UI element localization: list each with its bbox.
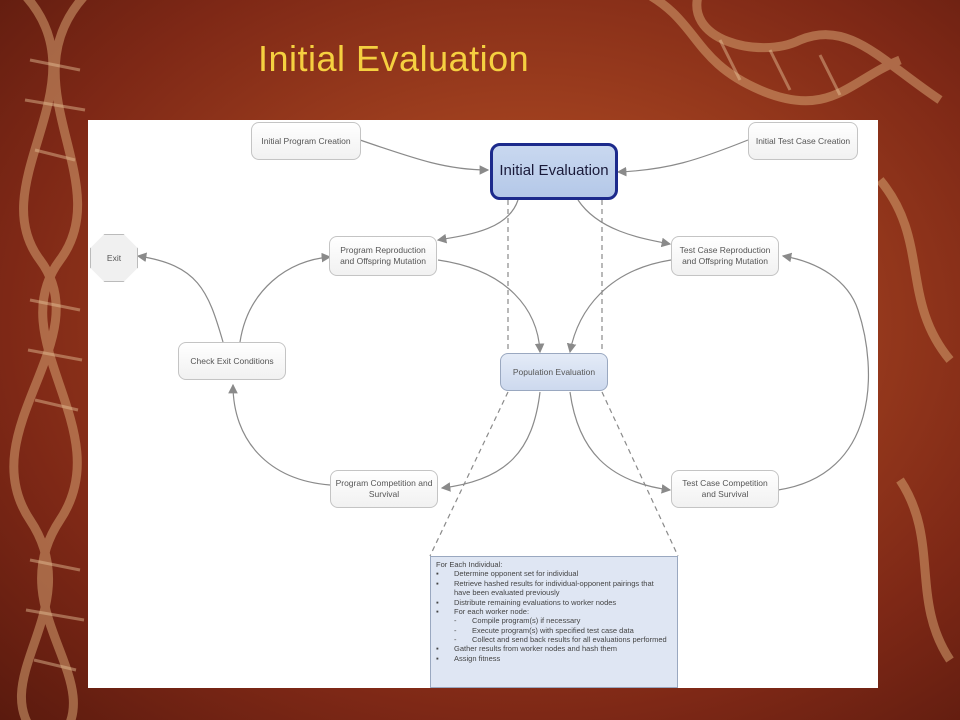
detail-item: ▪Distribute remaining evaluations to wor…: [436, 597, 617, 607]
node-initial-evaluation: Initial Evaluation: [490, 143, 618, 200]
edge-eval-to-program-repro: [436, 199, 519, 244]
dashed-zoom-left: [429, 391, 509, 557]
edge-testcase-creation-to-eval: [616, 139, 749, 177]
node-initial-program-creation: Initial Program Creation: [251, 122, 361, 160]
detail-heading: For Each Individual:: [436, 560, 503, 569]
detail-subitem: -Compile program(s) if necessary: [454, 616, 581, 626]
flowchart-canvas: Initial Program Creation Initial Test Ca…: [88, 120, 878, 688]
slide-title: Initial Evaluation: [258, 38, 530, 79]
edge-program-comp-to-check: [228, 383, 331, 486]
detail-item: ▪Assign fitness: [436, 653, 501, 663]
detail-subitem: -Execute program(s) with specified test …: [454, 625, 634, 635]
connector-lines: [136, 139, 870, 557]
detail-item: ▪Determine opponent set for individual: [436, 569, 579, 579]
node-test-case-reproduction: Test Case Reproduction and Offspring Mut…: [671, 236, 779, 276]
detail-list: ▪Determine opponent set for individual ▪…: [436, 569, 672, 663]
edge-popeval-to-program-comp: [440, 391, 541, 492]
node-test-case-competition: Test Case Competition and Survival: [671, 470, 779, 508]
evaluation-detail-box: For Each Individual: ▪Determine opponent…: [430, 556, 678, 688]
detail-item: ▪Retrieve hashed results for individual-…: [436, 578, 654, 598]
detail-subitem: -Collect and send back results for all e…: [454, 635, 667, 644]
node-initial-test-case-creation: Initial Test Case Creation: [748, 122, 858, 160]
dashed-zoom-right: [601, 391, 679, 557]
edge-program-creation-to-eval: [359, 139, 490, 175]
detail-item: ▪For each worker node:: [436, 606, 530, 616]
edge-check-to-exit: [136, 252, 224, 343]
edge-testcase-comp-to-testcase-repro: [777, 252, 870, 491]
node-program-reproduction: Program Reproduction and Offspring Mutat…: [329, 236, 437, 276]
edge-program-repro-to-popeval: [437, 259, 545, 354]
node-exit: Exit: [90, 234, 138, 282]
edge-eval-to-testcase-repro: [577, 199, 672, 248]
edge-popeval-to-testcase-comp: [569, 391, 672, 494]
detail-item: ▪Gather results from worker nodes and ha…: [436, 644, 617, 654]
node-program-competition: Program Competition and Survival: [330, 470, 438, 508]
node-population-evaluation: Population Evaluation: [500, 353, 608, 391]
edge-testcase-repro-to-popeval: [566, 259, 672, 354]
node-check-exit-conditions: Check Exit Conditions: [178, 342, 286, 380]
edge-check-to-program-repro: [239, 252, 332, 343]
